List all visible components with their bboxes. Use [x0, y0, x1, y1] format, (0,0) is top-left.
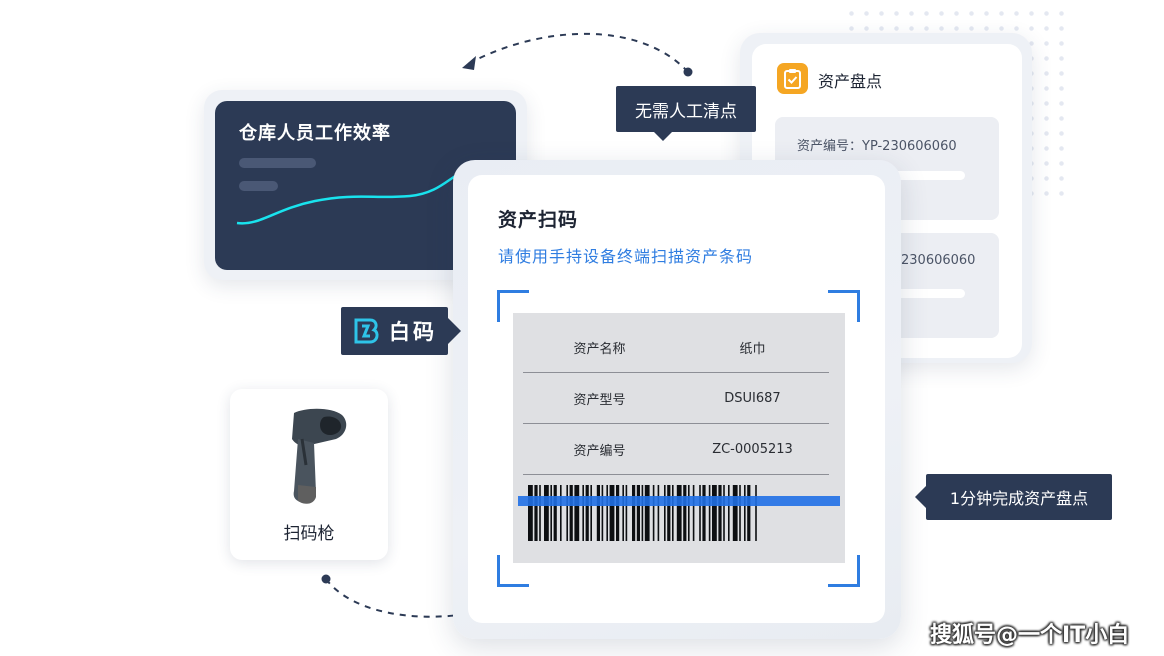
watermark-text: 搜狐号@一个IT小白	[930, 623, 1130, 648]
barcode-stripe	[747, 485, 751, 541]
asset-label-sheet: 资产名称 纸巾 资产型号 DSUI687 资产编号 ZC-0005213	[513, 313, 845, 563]
barcode-stripe	[544, 485, 549, 541]
scan-frame-corner	[497, 290, 529, 322]
barcode-stripe	[723, 485, 725, 541]
scan-beam	[518, 496, 840, 506]
barcode-stripe	[560, 485, 562, 541]
barcode-stripe	[553, 485, 557, 541]
barcode-stripe	[692, 485, 695, 541]
barcode	[528, 485, 757, 541]
asset-label-key: 资产编号	[573, 444, 626, 459]
barcode-stripe	[606, 485, 608, 541]
barcode-stripe	[657, 485, 660, 541]
barcode-stripe	[582, 485, 584, 541]
scan-frame-corner	[828, 290, 860, 322]
clipboard-check-icon	[777, 63, 808, 94]
barcode-stripe	[744, 485, 746, 541]
top-curved-arrow	[467, 32, 689, 73]
barcode-stripe	[585, 485, 589, 541]
asset-label-value: ZC-0005213	[712, 442, 793, 457]
scan-frame-corner	[828, 555, 860, 587]
scanner-gun-card: 扫码枪	[230, 389, 388, 560]
asset-number-text: 230606060	[901, 253, 976, 268]
barcode-stripe	[683, 485, 687, 541]
barcode-stripe	[566, 485, 568, 541]
barcode-stripe	[636, 485, 640, 541]
asset-label-value: 纸巾	[739, 342, 766, 357]
barcode-stripe	[699, 485, 701, 541]
barcode-stripe	[672, 485, 674, 541]
barcode-stripe	[708, 485, 711, 541]
brand-name: 白码	[389, 320, 437, 344]
asset-number-text: 资产编号：YP-230606060	[797, 139, 957, 154]
barcode-stripe	[539, 485, 541, 541]
barcode-stripe	[596, 485, 600, 541]
one-minute-finish-tag: 1分钟完成资产盘点	[915, 474, 1112, 520]
asset-scan-title: 资产扫码	[498, 209, 579, 231]
brand-tag: 白码	[341, 307, 461, 355]
efficiency-title: 仓库人员工作效率	[239, 123, 391, 144]
barcode-stripe	[601, 485, 604, 541]
no-manual-count-tag: 无需人工清点	[616, 86, 756, 141]
asset-label-value: DSUI687	[724, 391, 781, 406]
barcode-stripe	[728, 485, 730, 541]
barcode-stripe	[641, 485, 644, 541]
barcode-stripe	[632, 485, 636, 541]
barcode-stripe	[534, 485, 538, 541]
asset-label-key: 资产型号	[573, 393, 626, 408]
placeholder-bar	[239, 181, 278, 191]
asset-scan-subtitle: 请使用手持设备终端扫描资产条码	[498, 247, 754, 266]
barcode-stripe	[569, 485, 573, 541]
asset-label-row: 资产型号 DSUI687	[523, 374, 829, 424]
asset-check-title: 资产盘点	[818, 72, 883, 91]
barcode-stripe	[622, 485, 624, 541]
barcode-stripe	[574, 485, 580, 541]
efficiency-trend-line	[236, 169, 466, 225]
barcode-stripe	[718, 485, 722, 541]
asset-scan-card: 资产扫码 请使用手持设备终端扫描资产条码 资产名称 纸巾 资产型号 DSUI68…	[468, 175, 885, 623]
asset-label-row: 资产名称 纸巾	[523, 323, 829, 373]
barcode-stripe	[688, 485, 690, 541]
placeholder-bar	[239, 158, 316, 168]
barcode-stripe	[616, 485, 620, 541]
barcode-stripe	[712, 485, 717, 541]
barcode-scanner-icon	[292, 408, 347, 504]
scanner-gun-label: 扫码枪	[283, 524, 335, 544]
barcode-stripe	[550, 485, 552, 541]
barcode-stripe	[664, 485, 666, 541]
barcode-stripe	[528, 485, 533, 541]
barcode-stripe	[644, 485, 650, 541]
barcode-stripe	[732, 485, 738, 541]
barcode-stripe	[755, 485, 757, 541]
barcode-stripe	[625, 485, 628, 541]
barcode-stripe	[652, 485, 655, 541]
barcode-stripe	[609, 485, 615, 541]
barcode-stripe	[667, 485, 671, 541]
barcode-stripe	[702, 485, 706, 541]
asset-label-key: 资产名称	[573, 342, 626, 357]
brand-logo-icon	[354, 318, 379, 344]
barcode-stripe	[676, 485, 682, 541]
barcode-stripe	[739, 485, 741, 541]
asset-label-row: 资产编号 ZC-0005213	[523, 425, 829, 475]
scan-frame-corner	[497, 555, 529, 587]
barcode-stripe	[590, 485, 592, 541]
